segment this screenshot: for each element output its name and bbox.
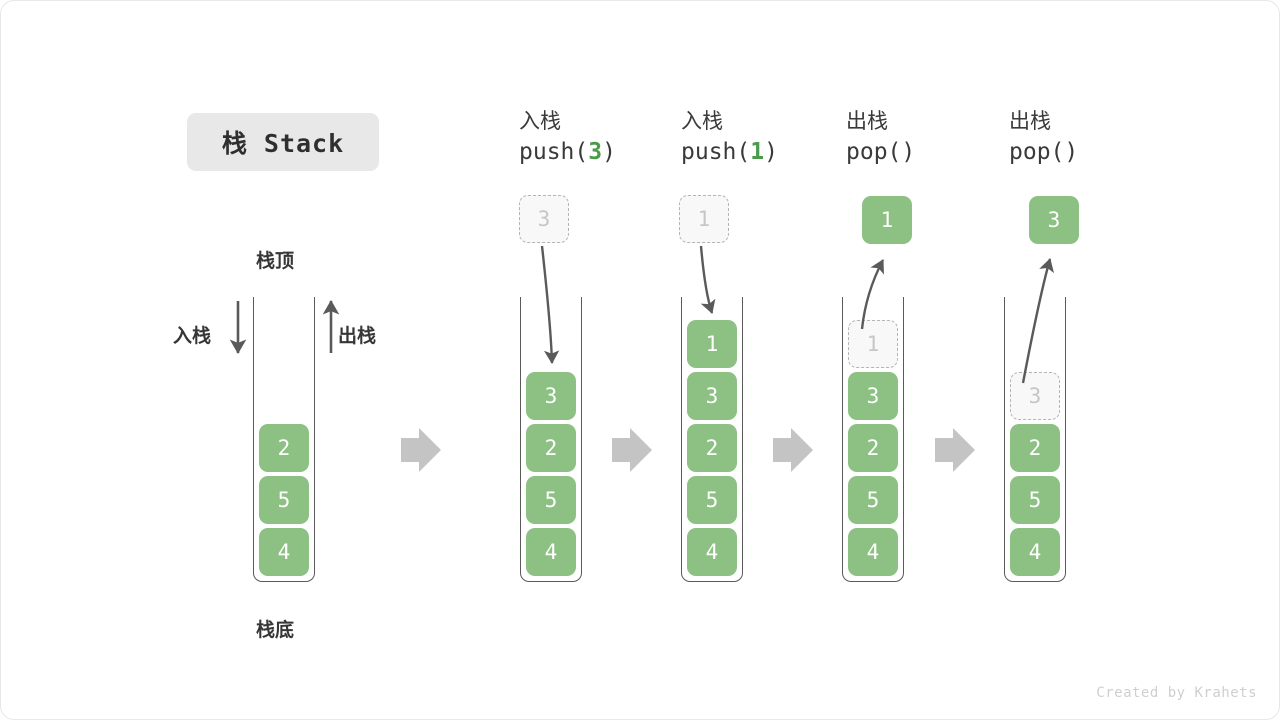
stack-walls	[520, 297, 582, 582]
stack-cell-ghost: 3	[1010, 372, 1060, 420]
stack-container-push-3: 3 2 5 4	[520, 297, 582, 582]
popped-element-3: 3	[1029, 196, 1079, 244]
op-header-push-1: 入栈 push(1)	[681, 106, 851, 168]
stack-cell: 4	[1010, 528, 1060, 576]
stack-container-push-1: 1 3 2 5 4	[681, 297, 743, 582]
op-header-pop-3: 出栈 pop()	[1009, 106, 1179, 168]
code-suffix: )	[901, 139, 916, 165]
op-header-cn: 入栈	[681, 109, 723, 133]
op-header-code: pop()	[846, 136, 1016, 168]
stack-container-pop-3: 3 2 5 4	[1004, 297, 1066, 582]
stack-cell: 2	[687, 424, 737, 472]
op-header-code: push(3)	[519, 136, 689, 168]
stack-walls	[253, 297, 315, 582]
stack-cell: 5	[687, 476, 737, 524]
pop-direction-label: 出栈	[338, 325, 377, 347]
watermark-text: Created by Krahets	[1096, 685, 1257, 701]
code-prefix: push(	[681, 139, 751, 165]
incoming-element-1: 1	[679, 195, 729, 243]
stack-cell: 2	[1010, 424, 1060, 472]
stack-walls	[1004, 297, 1066, 582]
code-suffix: )	[602, 139, 616, 165]
title-text: 栈 Stack	[221, 129, 345, 158]
op-header-code: pop()	[1009, 136, 1179, 168]
stack-cell: 4	[259, 528, 309, 576]
op-header-code: push(1)	[681, 136, 851, 168]
stack-cell: 1	[687, 320, 737, 368]
stack-cell: 5	[526, 476, 576, 524]
step-arrow	[612, 428, 652, 472]
op-header-cn: 出栈	[846, 109, 888, 133]
stack-cell: 4	[848, 528, 898, 576]
code-suffix: )	[764, 139, 778, 165]
op-header-pop-1: 出栈 pop()	[846, 106, 1016, 168]
stack-cell: 2	[848, 424, 898, 472]
stack-cell: 2	[259, 424, 309, 472]
stack-cell: 4	[526, 528, 576, 576]
code-prefix: pop(	[1009, 139, 1065, 165]
stack-container-initial: 2 5 4	[253, 297, 315, 582]
op-header-cn: 入栈	[519, 109, 561, 133]
stack-cell: 3	[848, 372, 898, 420]
step-arrow	[401, 428, 441, 472]
step-arrow	[935, 428, 975, 472]
stack-container-pop-1: 1 3 2 5 4	[842, 297, 904, 582]
stack-cell: 5	[1010, 476, 1060, 524]
stack-cell: 3	[687, 372, 737, 420]
stack-walls	[681, 297, 743, 582]
code-arg: 3	[588, 139, 603, 165]
stack-cell: 5	[259, 476, 309, 524]
title-badge: 栈 Stack	[187, 113, 379, 171]
code-prefix: pop(	[846, 139, 902, 165]
stack-top-label: 栈顶	[256, 250, 295, 272]
stack-cell: 5	[848, 476, 898, 524]
stack-cell: 2	[526, 424, 576, 472]
code-suffix: )	[1064, 139, 1079, 165]
step-arrow	[773, 428, 813, 472]
stack-cell-ghost: 1	[848, 320, 898, 368]
push-direction-label: 入栈	[173, 325, 212, 347]
incoming-element-3: 3	[519, 195, 569, 243]
op-header-push-3: 入栈 push(3)	[519, 106, 689, 168]
op-header-cn: 出栈	[1009, 109, 1051, 133]
stack-walls	[842, 297, 904, 582]
code-arg: 1	[750, 139, 765, 165]
stack-bottom-label: 栈底	[256, 619, 295, 641]
code-prefix: push(	[519, 139, 589, 165]
stack-cell: 4	[687, 528, 737, 576]
stack-cell: 3	[526, 372, 576, 420]
popped-element-1: 1	[862, 196, 912, 244]
